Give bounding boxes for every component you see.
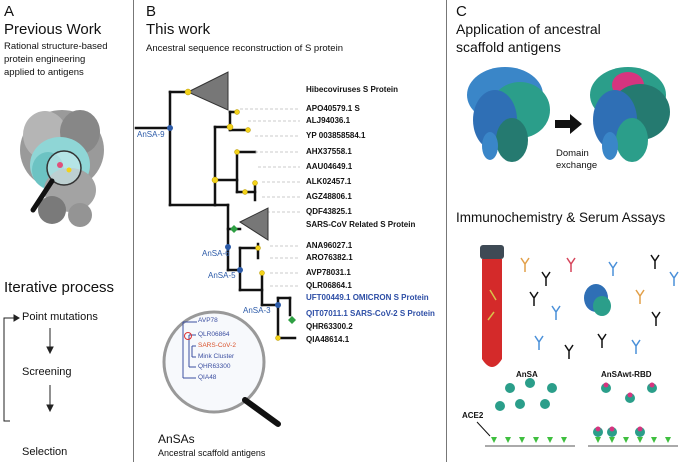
magnifier-label: QLR06864 [198,331,230,338]
leaf-label: QHR63300.2 [306,322,353,331]
leaf-label: QDF43825.1 [306,207,352,216]
magnifier-label: Mink Cluster [198,353,235,360]
step-screening: Screening [22,366,72,378]
iterative-process-title: Iterative process [4,279,115,296]
node-label-ansa-3: AnSA-3 [243,306,271,315]
panel-b-letter: B [146,3,157,20]
clade-label-hibecovirus: Hibecoviruses S Protein [306,85,399,94]
ancestral-spike-image [467,67,550,162]
magnifier-label-sars-cov-2: SARS-CoV-2 [198,342,236,349]
ansas-title: AnSAs [158,432,195,446]
exchanged-spike-image [590,67,670,162]
domain-exchange-label-2: exchange [556,160,598,171]
panel-c-title-1: Application of ancestral [456,21,601,37]
exchange-arrow [555,114,582,134]
magnifier-label: AVP78 [198,317,218,324]
panel-a-letter: A [4,3,15,20]
node-label-ansa-5: AnSA-5 [208,271,236,280]
leaf-label: QIA48614.1 [306,335,350,344]
tree-magnifier [162,310,281,427]
ansa-node-stars [167,125,281,308]
node-label-ansa-6: AnSA-6 [202,249,230,258]
ansa-label: AnSA [516,370,538,379]
ace2-receptors [491,437,671,443]
ace2-label: ACE2 [462,411,484,420]
panel-a-subtitle-2: protein engineering [4,54,86,65]
panel-a-title: Previous Work [4,21,102,38]
assay-title: Immunochemistry & Serum Assays [456,210,666,225]
sars-cov-clade-triangle [238,207,269,241]
yellow-node-markers [184,88,281,341]
clade-label-sars-cov: SARS-CoV Related S Protein [306,220,416,229]
leaf-label: AVP78031.1 [306,268,351,277]
leaf-label-omicron: UFT00449.1 OMICRON S Protein [306,293,429,302]
iterative-loop-arrows [3,314,54,422]
panel-a-subtitle-1: Rational structure-based [4,41,108,52]
ansawt-rbd-particles [593,382,657,437]
leaf-label: APO40579.1 S [306,104,360,113]
leaf-label: YP 003858584.1 [306,131,366,140]
leaf-label: ALJ94036.1 [306,116,351,125]
leaf-label: ANA96027.1 [306,241,353,250]
antigen-cluster [584,284,611,316]
leaf-label: AHX37558.1 [306,147,352,156]
leaf-label: ALK02457.1 [306,177,352,186]
ansa-particles [495,378,557,411]
node-label-ansa-9: AnSA-9 [137,130,165,139]
leaf-label: AGZ48806.1 [306,192,352,201]
step-point-mutations: Point mutations [22,311,98,323]
blood-tube [480,245,504,367]
ansawt-rbd-label: AnSAwt-RBD [601,370,652,379]
panel-b-title: This work [146,21,211,38]
hibecovirus-clade-triangle [186,71,229,111]
magnifier-label: QIA48 [198,374,217,381]
leaf-label: ARO76382.1 [306,253,353,262]
panel-a-graphics [3,110,104,422]
leaf-label-sars-cov-2: QIT07011.1 SARS-CoV-2 S Protein [306,309,435,318]
panel-a-subtitle-3: applied to antigens [4,67,84,78]
panel-b-subtitle: Ancestral sequence reconstruction of S p… [146,43,343,54]
divider-a-b [133,0,134,462]
green-node-markers [230,225,296,324]
domain-exchange-label-1: Domain [556,148,589,159]
leaf-label: AAU04649.1 [306,162,353,171]
panel-c-letter: C [456,3,467,20]
spike-protein-image-a [20,110,104,227]
ansas-subtitle: Ancestral scaffold antigens [158,448,266,458]
antibodies [520,254,679,359]
step-selection: Selection [22,446,68,458]
divider-b-c [446,0,447,462]
phylogenetic-tree [134,71,300,427]
panel-c-title-2: scaffold antigens [456,39,561,55]
magnifier-label: QHR63300 [198,363,231,370]
leaf-label: QLR06864.1 [306,281,352,290]
